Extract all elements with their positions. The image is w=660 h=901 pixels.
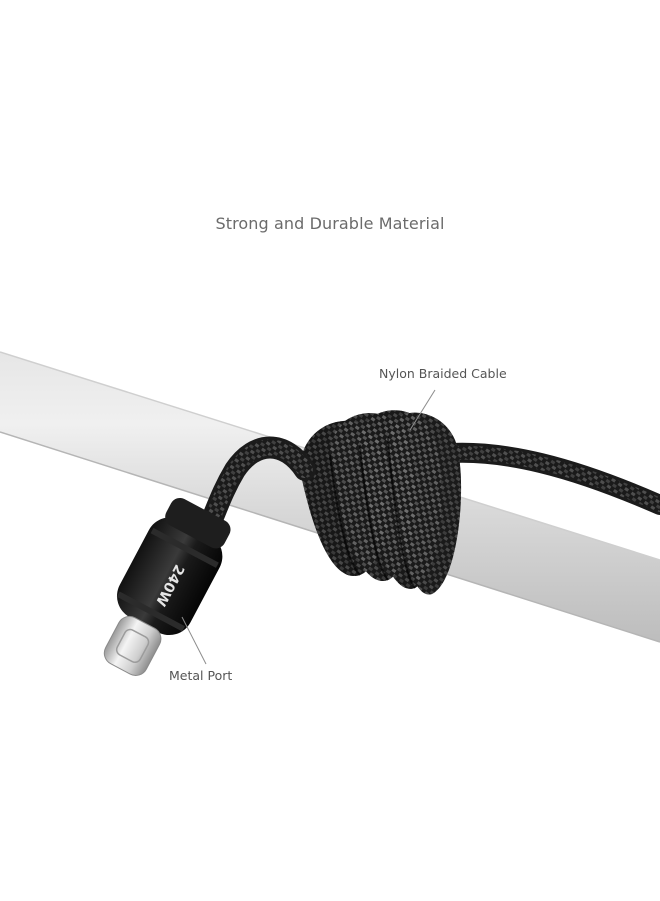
callout-nylon-braided-cable: Nylon Braided Cable — [379, 366, 507, 381]
cable-coils — [300, 410, 462, 595]
usb-c-connector: 240W — [103, 497, 231, 676]
callout-metal-port: Metal Port — [169, 668, 233, 683]
feature-heading: Strong and Durable Material — [215, 214, 445, 233]
callout-line-braided — [409, 389, 436, 431]
callout-line-port — [181, 616, 207, 665]
